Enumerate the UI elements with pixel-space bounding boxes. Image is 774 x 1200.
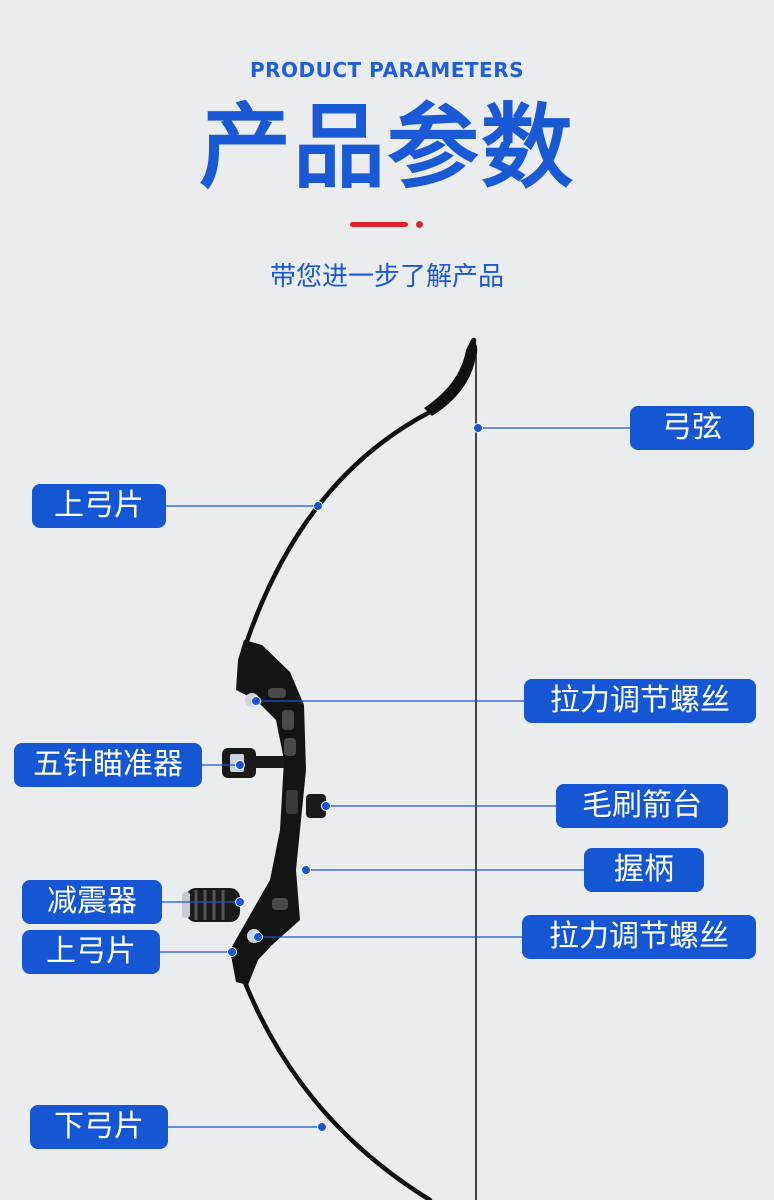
riser-cutout [286,790,298,814]
callout-dot [235,760,245,770]
stabilizer-cap [182,892,190,918]
callout-dot [313,501,323,511]
callout-dot [321,801,331,811]
label-stabilizer: 减震器 [22,880,162,924]
callout-dot [473,423,483,433]
riser-cutout [268,688,286,698]
riser-cutout [284,738,296,756]
title-divider-bar [350,222,408,227]
label-grip: 握柄 [584,848,704,892]
callout-dot [301,865,311,875]
lower-limb [241,977,433,1200]
title-divider-dot [416,221,423,228]
label-draw-weight-screw-bottom: 拉力调节螺丝 [522,915,756,959]
label-lower-limb: 下弓片 [30,1105,168,1149]
sight-mount [254,756,284,768]
riser-cutout [272,898,288,910]
callout-dot [251,696,261,706]
callout-dot [253,932,263,942]
label-brush-arrow-rest: 毛刷箭台 [556,784,728,828]
eyebrow-heading: PRODUCT PARAMETERS [249,58,525,82]
label-five-pin-sight: 五针瞄准器 [14,743,202,787]
page-title: 产品参数 [198,94,575,201]
upper-limb [241,337,477,653]
callout-dot [227,947,237,957]
label-upper-limb: 上弓片 [32,484,166,528]
upper-limb-tip [424,338,478,416]
page-subtitle: 带您进一步了解产品 [269,262,504,292]
riser-cutout [282,710,294,730]
arrow-rest-knob [306,794,326,818]
label-upper-limb-2: 上弓片 [22,930,160,974]
callout-dot [235,897,245,907]
label-draw-weight-screw-top: 拉力调节螺丝 [524,679,756,723]
label-bow-string: 弓弦 [630,406,754,450]
callout-dot [317,1122,327,1132]
